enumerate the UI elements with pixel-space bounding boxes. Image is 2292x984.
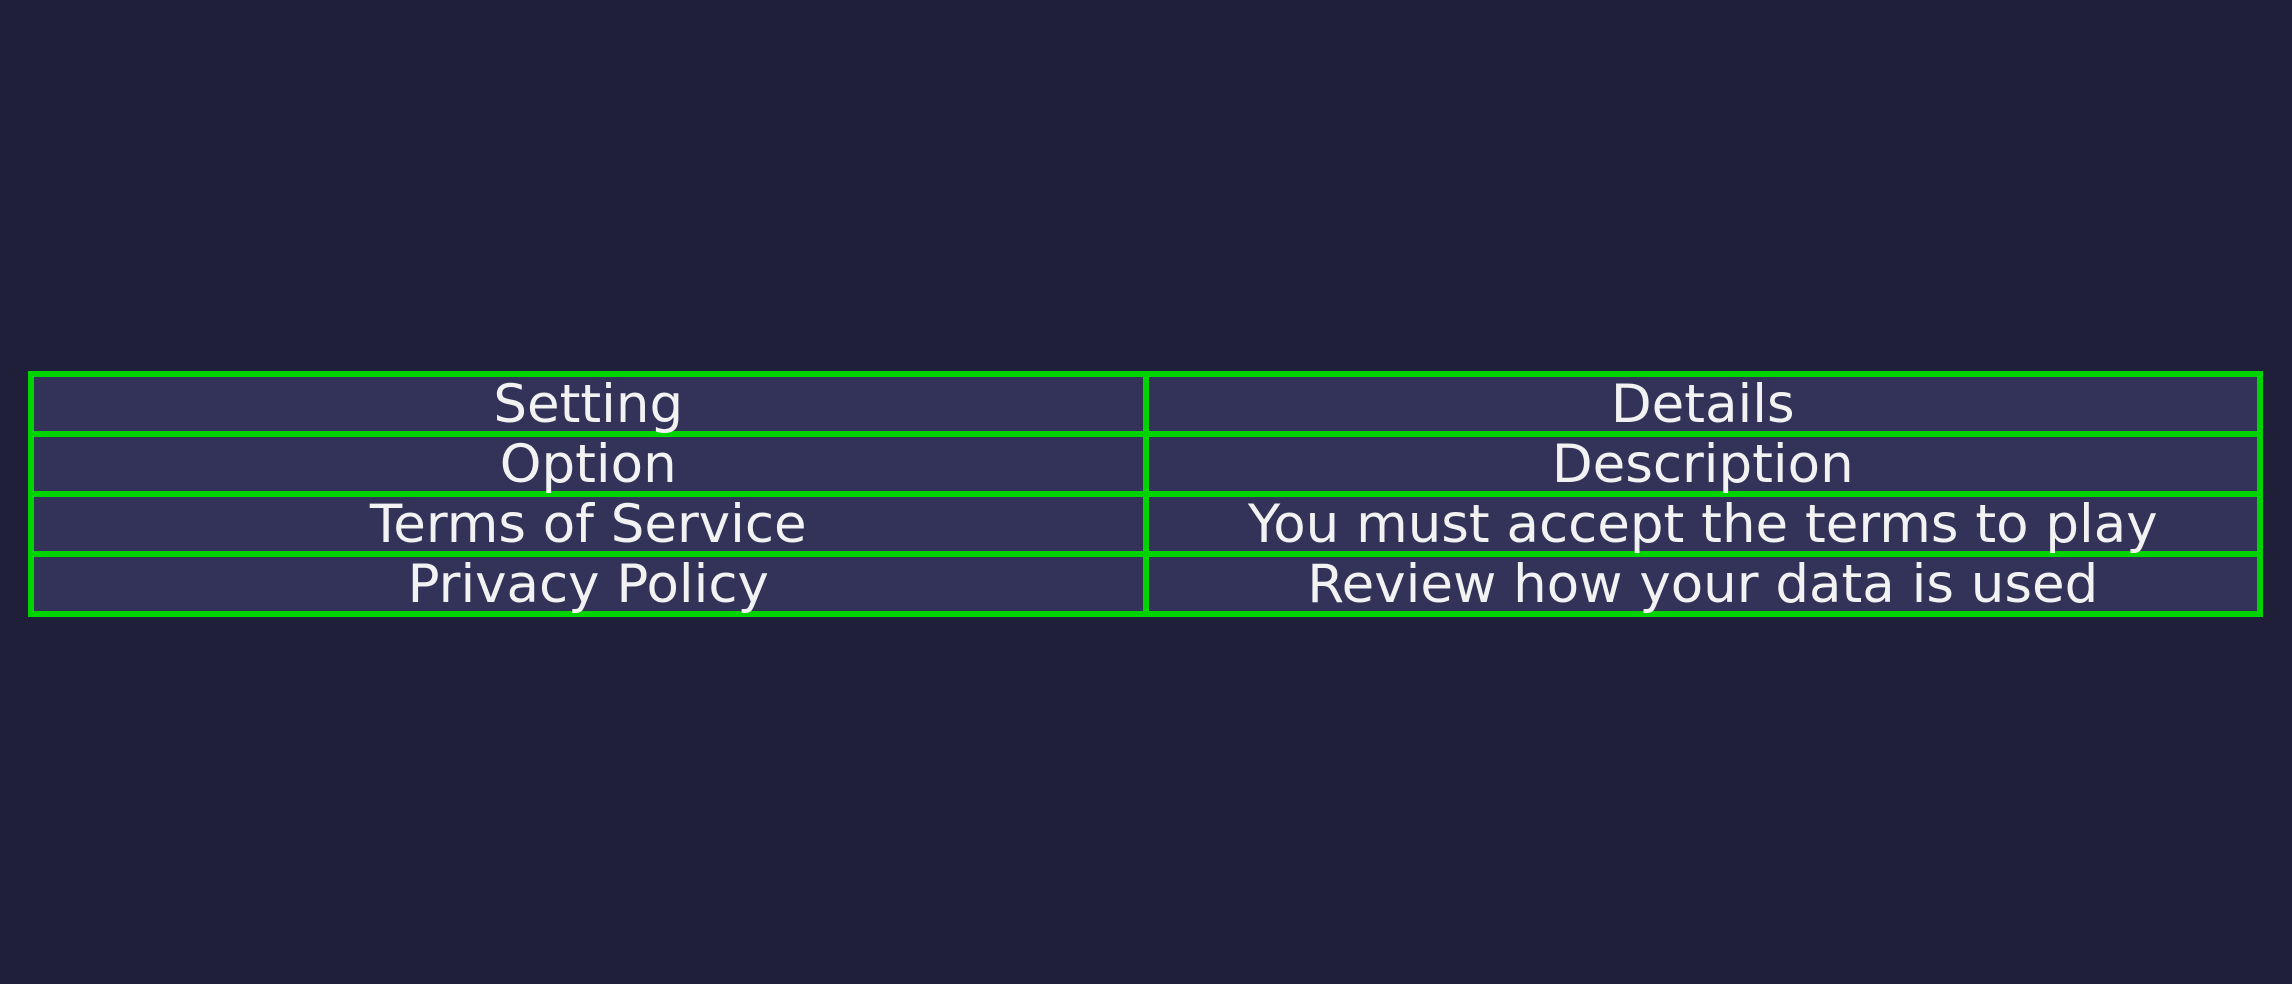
option-cell-privacy-policy[interactable]: Privacy Policy (28, 551, 1149, 617)
option-cell-terms-of-service[interactable]: Terms of Service (28, 491, 1149, 557)
subheader-cell-option: Option (28, 431, 1149, 497)
description-cell-privacy-policy: Review how your data is used (1142, 551, 2263, 617)
table-subheader-row: Option Description (28, 431, 2263, 497)
table-header-row: Setting Details (28, 371, 2263, 437)
table-row-privacy-policy: Privacy Policy Review how your data is u… (28, 551, 2263, 617)
header-cell-setting: Setting (28, 371, 1149, 437)
table-row-terms-of-service: Terms of Service You must accept the ter… (28, 491, 2263, 557)
settings-table: Setting Details Option Description Terms… (28, 371, 2263, 617)
description-cell-terms-of-service: You must accept the terms to play (1142, 491, 2263, 557)
subheader-cell-description: Description (1142, 431, 2263, 497)
header-cell-details: Details (1142, 371, 2263, 437)
